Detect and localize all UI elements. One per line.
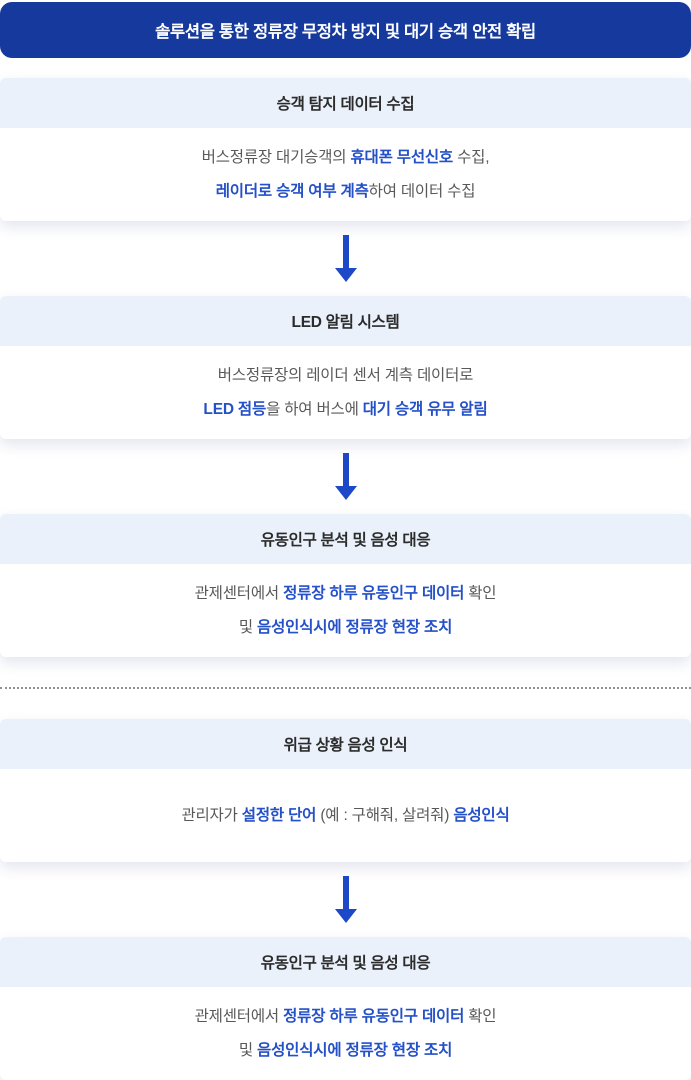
- card-header: 유동인구 분석 및 음성 대응: [0, 514, 691, 564]
- card-foot-traffic-analysis-2: 유동인구 분석 및 음성 대응 관제센터에서 정류장 하루 유동인구 데이터 확…: [0, 937, 691, 1080]
- card-text-line: 관리자가 설정한 단어 (예 : 구해줘, 살려줘) 음성인식: [181, 807, 510, 824]
- flow-connector: [0, 862, 691, 937]
- card-led-alert-system: LED 알림 시스템 버스정류장의 레이더 센서 계측 데이터로 LED 점등을…: [0, 296, 691, 439]
- flow-connector: [0, 221, 691, 296]
- arrow-stem: [342, 876, 349, 909]
- card-title: LED 알림 시스템: [291, 314, 400, 331]
- card-body: 버스정류장의 레이더 센서 계측 데이터로 LED 점등을 하여 버스에 대기 …: [0, 346, 691, 439]
- card-passenger-data-collection: 승객 탐지 데이터 수집 버스정류장 대기승객의 휴대폰 무선신호 수집, 레이…: [0, 78, 691, 221]
- card-text-line: 버스정류장 대기승객의 휴대폰 무선신호 수집,: [201, 149, 490, 166]
- card-title: 위급 상황 음성 인식: [283, 737, 408, 754]
- card-title: 유동인구 분석 및 음성 대응: [260, 955, 431, 972]
- card-text-line: 관제센터에서 정류장 하루 유동인구 데이터 확인: [194, 585, 497, 602]
- arrow-head: [334, 268, 357, 282]
- card-text-line: 버스정류장의 레이더 센서 계측 데이터로: [217, 367, 474, 384]
- card-header: LED 알림 시스템: [0, 296, 691, 346]
- flow-connector: [0, 439, 691, 514]
- card-text-line: 및 음성인식시에 정류장 현장 조치: [238, 619, 453, 636]
- dotted-divider: [0, 687, 691, 689]
- title-banner: 솔루션을 통한 정류장 무정차 방지 및 대기 승객 안전 확립: [0, 2, 691, 58]
- card-title: 유동인구 분석 및 음성 대응: [260, 532, 431, 549]
- down-arrow-icon: [334, 235, 357, 282]
- arrow-head: [334, 909, 357, 923]
- card-text-line: 레이더로 승객 여부 계측하여 데이터 수집: [215, 183, 476, 200]
- arrow-stem: [342, 453, 349, 486]
- down-arrow-icon: [334, 453, 357, 500]
- card-text-line: 관제센터에서 정류장 하루 유동인구 데이터 확인: [194, 1008, 497, 1025]
- down-arrow-icon: [334, 876, 357, 923]
- card-foot-traffic-analysis: 유동인구 분석 및 음성 대응 관제센터에서 정류장 하루 유동인구 데이터 확…: [0, 514, 691, 657]
- arrow-stem: [342, 235, 349, 268]
- card-emergency-voice-recognition: 위급 상황 음성 인식 관리자가 설정한 단어 (예 : 구해줘, 살려줘) 음…: [0, 719, 691, 862]
- card-body: 버스정류장 대기승객의 휴대폰 무선신호 수집, 레이더로 승객 여부 계측하여…: [0, 128, 691, 221]
- card-header: 승객 탐지 데이터 수집: [0, 78, 691, 128]
- card-header: 위급 상황 음성 인식: [0, 719, 691, 769]
- card-header: 유동인구 분석 및 음성 대응: [0, 937, 691, 987]
- card-title: 승객 탐지 데이터 수집: [276, 96, 415, 113]
- card-text-line: 및 음성인식시에 정류장 현장 조치: [238, 1042, 453, 1059]
- card-body: 관제센터에서 정류장 하루 유동인구 데이터 확인 및 음성인식시에 정류장 현…: [0, 564, 691, 657]
- arrow-head: [334, 486, 357, 500]
- card-text-line: LED 점등을 하여 버스에 대기 승객 유무 알림: [203, 401, 488, 418]
- page-title: 솔루션을 통한 정류장 무정차 방지 및 대기 승객 안전 확립: [155, 23, 536, 41]
- card-body: 관제센터에서 정류장 하루 유동인구 데이터 확인 및 음성인식시에 정류장 현…: [0, 987, 691, 1080]
- card-body: 관리자가 설정한 단어 (예 : 구해줘, 살려줘) 음성인식: [0, 769, 691, 862]
